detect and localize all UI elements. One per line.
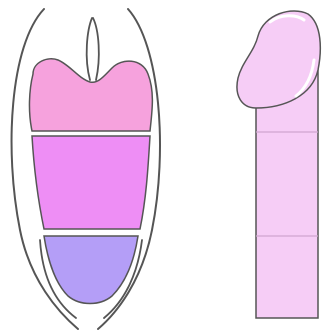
left-figure-cleft-left [87,18,92,80]
right-figure [237,11,320,318]
left-figure-section-top [29,59,152,131]
left-figure-cleft-right [93,18,99,80]
left-figure [12,9,160,329]
left-figure-section-bottom [44,236,138,304]
left-figure-section-middle [32,136,150,229]
